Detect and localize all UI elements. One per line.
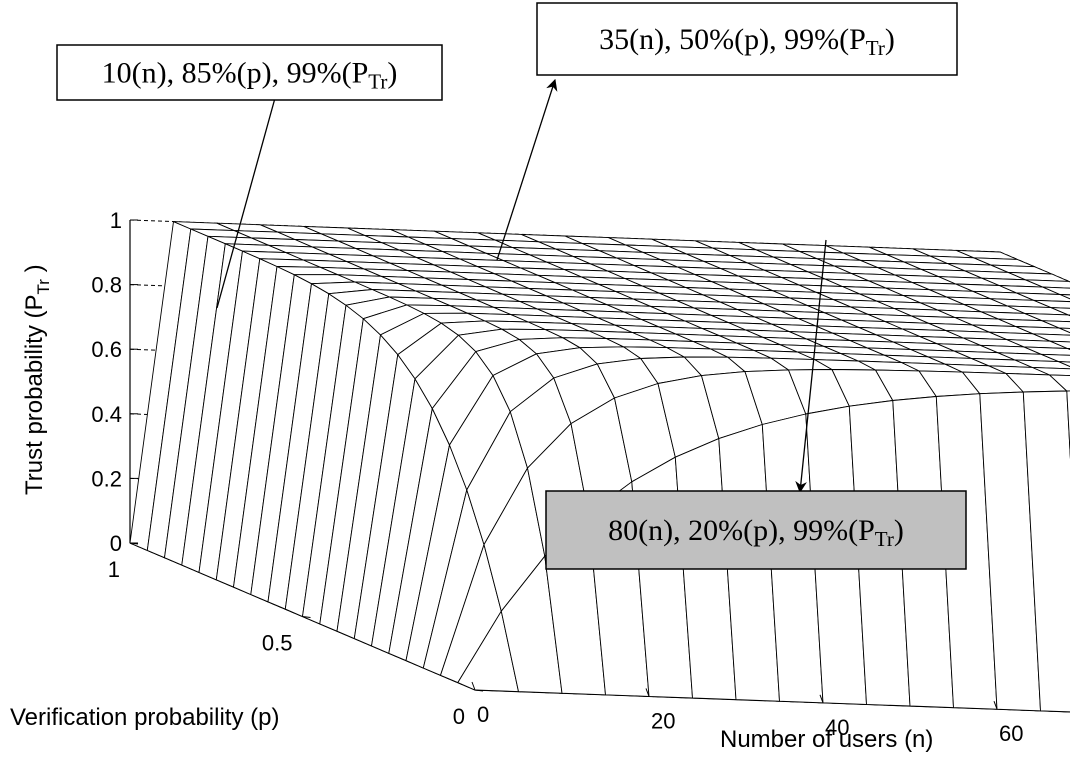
annotation-arrow (216, 78, 283, 309)
z-axis-label-sub: Tr (34, 279, 53, 295)
surface-facet (1067, 348, 1070, 351)
annotation-label-main: 10(n), 85%(p), 99%(P (102, 57, 369, 90)
annotation-label-end: ) (894, 514, 904, 547)
y-tick-mark (474, 689, 484, 692)
x-tick-label: 40 (825, 715, 849, 740)
z-tick-label: 0.2 (91, 466, 122, 491)
surface-facet (1059, 294, 1070, 300)
surface-facet (1040, 353, 1070, 363)
x-tick-mark (645, 688, 650, 697)
surface-facet (1025, 279, 1070, 289)
annotation-layer: 10(n), 85%(p), 99%(PTr)35(n), 50%(p), 99… (56, 2, 967, 570)
x-tick-label: 0 (477, 702, 489, 727)
annotation-label: 35(n), 50%(p), 99%(PTr) (599, 23, 895, 60)
annotation-label-sub: Tr (368, 70, 387, 94)
surface-facet (1058, 361, 1070, 368)
z-tick-label: 0.4 (91, 402, 122, 427)
y-axis-label: Verification probability (p) (10, 704, 279, 731)
z-tick-label: 1 (110, 208, 122, 233)
surface-facet (1049, 374, 1070, 392)
annotation-box (536, 2, 958, 76)
surface-facet (1031, 366, 1070, 377)
annotation-box (545, 490, 967, 570)
surface-facet (1032, 333, 1070, 343)
annotation-label-sub: Tr (875, 527, 894, 551)
x-tick-label: 60 (999, 721, 1023, 746)
annotation-box (56, 44, 443, 101)
x-tick-label: 20 (651, 708, 675, 733)
surface-facet (1033, 299, 1070, 309)
annotation-label-main: 35(n), 50%(p), 99%(P (599, 23, 866, 56)
annotation-arrow (795, 239, 827, 494)
surface-facet (1041, 320, 1070, 329)
z-axis-label-end: ) (21, 264, 48, 279)
surface-facet (1049, 340, 1070, 350)
surface-facet (1058, 327, 1070, 334)
annotation-label-end: ) (885, 23, 895, 56)
annotation-label: 10(n), 85%(p), 99%(PTr) (102, 57, 398, 94)
x-tick-mark (819, 694, 824, 703)
surface-facet (1050, 307, 1070, 316)
annotation-label-end: ) (387, 57, 397, 90)
z-tick-label: 0.8 (91, 273, 122, 298)
surface-facet (1066, 390, 1070, 460)
z-axis-label: Trust probability (PTr ) (21, 264, 53, 495)
annotation-label-main: 80(n), 20%(p), 99%(P (608, 514, 875, 547)
x-tick-mark (471, 681, 476, 691)
y-tick-mark (302, 616, 311, 618)
x-axis-label: Number of users (n) (720, 726, 933, 753)
y-tick-label: 0.5 (262, 631, 293, 656)
annotation-label-sub: Tr (866, 36, 885, 60)
surface-layer (129, 221, 1070, 713)
ticks-layer: 00.20.40.60.8102040608010000.51 (91, 208, 1023, 746)
z-tick-label: 0 (110, 531, 122, 556)
annotation-label: 80(n), 20%(p), 99%(PTr) (608, 514, 904, 551)
z-tick-label: 0.6 (91, 337, 122, 362)
surface-facet (1042, 286, 1070, 296)
z-axis-label-main: Trust probability (P (21, 294, 48, 495)
y-tick-label: 0 (453, 704, 465, 729)
annotation-arrow (496, 78, 558, 261)
x-tick-mark (993, 701, 998, 710)
y-tick-label: 1 (108, 557, 120, 582)
y-tick-mark (129, 542, 139, 545)
